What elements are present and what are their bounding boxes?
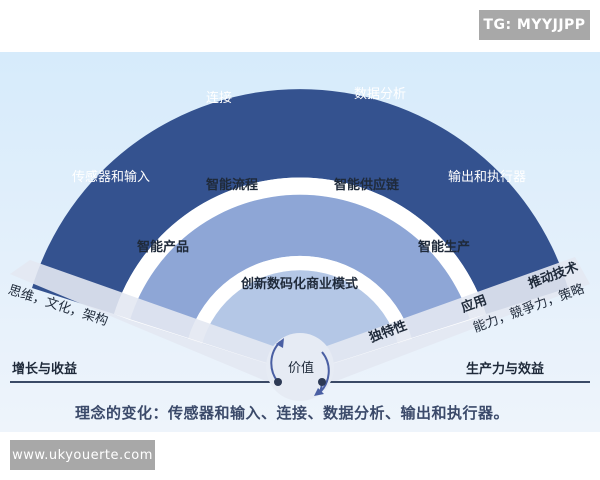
watermark-top: TG: MYYJJPP: [479, 10, 590, 40]
middle-label-process: 智能流程: [206, 178, 259, 193]
value-circle: [266, 333, 334, 401]
outer-label-sensors: 传感器和输入: [72, 170, 151, 185]
diagram-canvas: 连接 数据分析 传感器和输入 输出和执行器 智能流程 智能供应链 智能产品 智能…: [0, 52, 600, 432]
baseline-right-label: 生产力与效益: [466, 362, 545, 377]
baseline-left-label: 增长与收益: [12, 362, 78, 377]
middle-label-product: 智能产品: [137, 240, 190, 255]
outer-label-analytics: 数据分析: [354, 87, 407, 102]
core-label: 创新数码化商业模式: [241, 277, 359, 292]
watermark-bottom: www.ukyouerte.com: [10, 440, 155, 470]
left-band: [10, 260, 290, 387]
outer-label-connect: 连接: [206, 91, 233, 106]
ring-gap-2: [188, 255, 412, 344]
ring-gap: [114, 177, 486, 320]
middle-label-supply-chain: 智能供应链: [334, 178, 400, 193]
fan-diagram: [10, 89, 590, 401]
outer-label-actuators: 输出和执行器: [448, 170, 527, 185]
right-band: [310, 257, 590, 388]
middle-label-production: 智能生产: [418, 240, 471, 255]
outer-ring: [32, 89, 568, 314]
middle-ring: [130, 194, 470, 339]
value-label: 价值: [288, 361, 315, 376]
diagram-caption: 理念的变化：传感器和输入、连接、数据分析、输出和执行器。: [75, 404, 510, 422]
